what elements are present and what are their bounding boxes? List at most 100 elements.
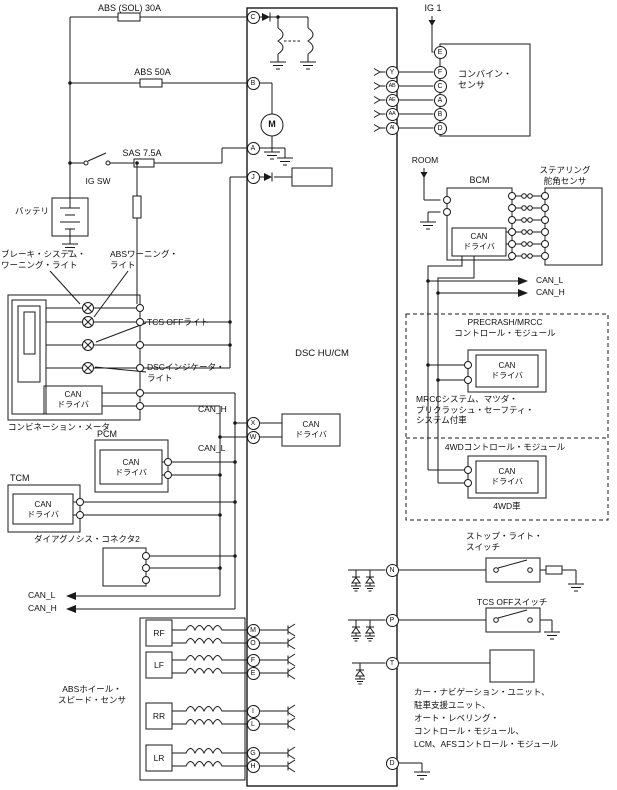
clamp-diode-icon [364,619,376,642]
label-room: ROOM [411,155,439,165]
combination-meter-symbols [7,270,147,421]
pin-w: W [246,430,260,444]
pin-o: O [246,636,260,650]
pin-n: N [385,563,399,577]
stop-light-switch-box [485,557,541,583]
arrow-down-icon [420,171,428,179]
can-driver-bcm: CAN ドライバ [463,232,495,251]
label-diagnosis-connector: ダイアグノシス・コネクタ2 [34,534,140,544]
label-mrcc-note: MRCCシステム、マツダ・ プリクラッシュ・セーフティ・ システム付車 [416,394,534,425]
right-bottom-wires [398,557,585,780]
pin-aa: AA [385,107,399,121]
lamp-icon [83,363,93,373]
label-ig-sw: IG SW [85,176,111,186]
label-combination-meter: コンビネーション・メータ [8,422,110,432]
label-battery: バッテリ [15,206,50,216]
ground-icon [419,221,437,230]
combine-pin-d: D [433,121,447,135]
label-dsc-hucm: DSC HU/CM [295,348,349,359]
pin-ae: AE [385,93,399,107]
pin-b: B [246,76,260,90]
label-can-l-left: CAN_L [28,590,56,600]
combine-pin-f: F [433,65,447,79]
label-fourwd-note: 4WD車 [493,501,521,511]
label-can-l-right: CAN_L [536,275,564,285]
transistor-icon [287,759,296,773]
pin-ab: AB [385,79,399,93]
transistor-icon [287,623,296,637]
arrow-right-icon [517,276,529,286]
label-stop-light-switch: ストップ・ライト・ スイッチ [466,531,543,552]
label-abs-warning-light: ABSワーニング・ ライト [110,249,179,270]
motor-icon [260,113,284,137]
label-fuse-abs-sol: ABS (SOL) 30A [97,3,162,13]
transistor-icon [287,704,296,718]
combine-pin-c: C [433,79,447,93]
label-bcm: BCM [469,175,490,185]
right-top-wires [398,16,603,266]
arrow-down-icon [428,19,436,27]
label-ig1: IG 1 [424,3,442,13]
can-driver-fourwd: CAN ドライバ [491,467,523,486]
wheel-lf: LF [154,660,164,670]
ground-icon [413,771,431,780]
tcs-off-switch-box [485,607,541,633]
transistor-icon [287,746,296,760]
pin-a: A [246,141,260,155]
lamp-icon [83,303,93,313]
clamp-diode-icon [350,619,362,642]
fuse-icon [133,158,155,168]
transistor-icon [287,666,296,680]
clamp-diode-icon [354,662,366,685]
label-can-h-right: CAN_H [536,287,565,297]
power-wires [51,12,247,304]
tcm-box [7,484,81,533]
label-fourwd-module: 4WDコントロール・モジュール [444,442,566,452]
ground-icon [543,631,561,640]
can-driver-dsc: CAN ドライバ [295,420,327,439]
clamp-diode-icon [350,569,362,592]
label-tcm: TCM [10,473,30,483]
diode-icon [261,12,271,22]
can-driver-precrash: CAN ドライバ [491,361,523,380]
relay-coils [259,16,314,62]
label-dsc-indicator-light: DSCインジケータ・ ライト [147,362,225,383]
transistor-icon [287,636,296,650]
pin-x: X [246,416,260,430]
pin-i: I [246,704,260,718]
label-tcs-off-switch: TCS OFFスイッチ [477,597,548,607]
label-can-l-mid: CAN_L [198,443,226,453]
diode-icon [263,172,273,182]
clamp-diode-icon [364,569,376,592]
wheel-sensor-symbols [139,617,247,781]
fuse-icon [545,565,563,575]
arrow-right-icon [517,288,529,298]
can-driver-pcm: CAN ドライバ [115,458,147,477]
internal-can-driver-box [281,413,341,447]
transistor-icon [287,717,296,731]
pin-m: M [246,623,260,637]
optional-modules-box [405,313,609,521]
can-driver-meter: CAN ドライバ [57,390,89,409]
wheel-lr: LR [153,753,165,763]
fuse-icon [132,195,142,219]
label-fuse-sas: SAS 7.5A [122,148,162,158]
pin-y: Y [385,65,399,79]
fuse-icon [117,12,141,22]
motor-label: M [268,119,276,129]
transistor-icon [287,653,296,667]
can-bus-right [405,256,609,521]
lamp-icon [83,340,93,350]
pin-h: H [246,759,260,773]
pin-ai: AI [385,121,399,135]
wheel-rf: RF [153,628,165,638]
label-pcm: PCM [97,429,117,439]
label-precrash-module: PRECRASH/MRCC コントロール・モジュール [454,317,556,338]
label-steering-sensor: ステアリング 舵角センサ [539,165,591,186]
arrow-left-icon [65,604,77,614]
bcm-box [446,187,513,261]
pin-d: D [385,756,399,770]
label-other-units: カー・ナビゲーション・ユニット、 駐車支援ユニット、 オート・レベリング・ コン… [414,687,559,749]
